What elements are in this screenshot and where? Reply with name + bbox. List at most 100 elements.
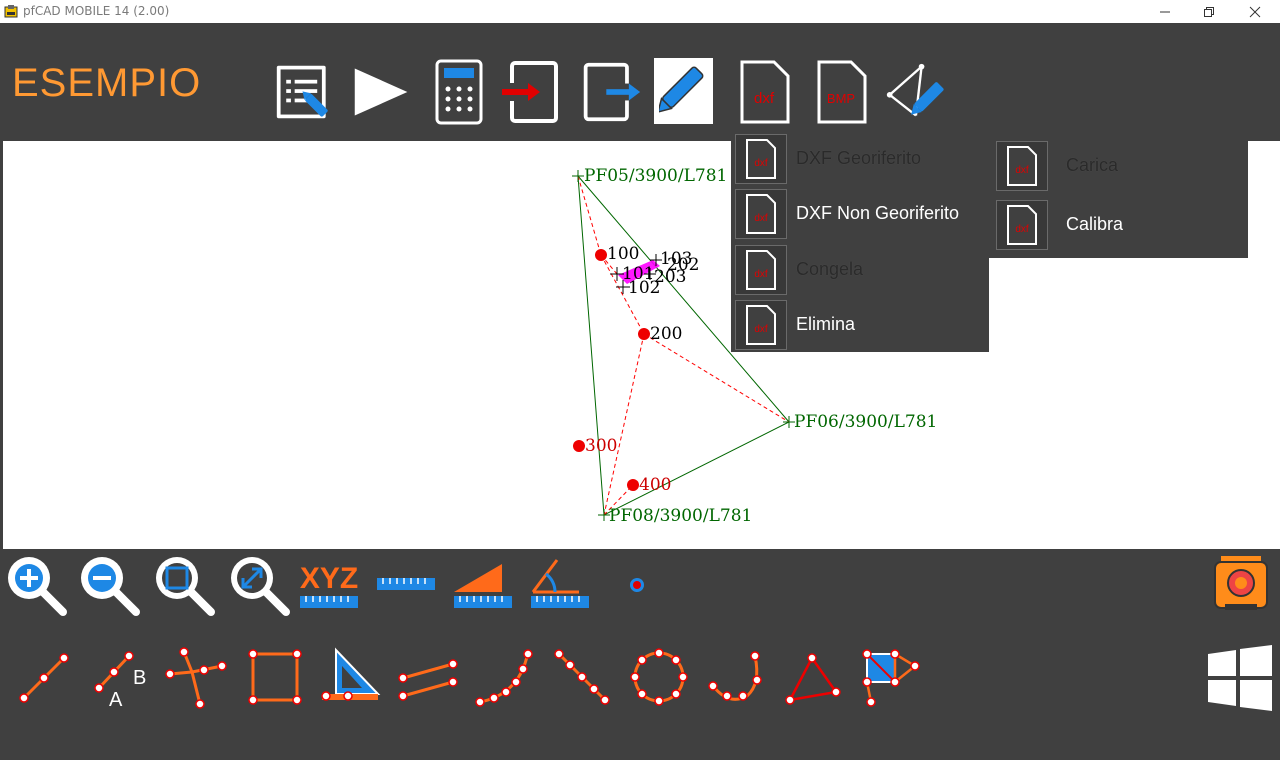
line-ab-icon: AB	[94, 651, 146, 710]
menu-item-dxf-georiferito[interactable]: dxf DXF Georiferito	[731, 131, 991, 185]
label-200: 200	[650, 324, 682, 344]
title-bar: pfCAD MOBILE 14 (2.00)	[0, 0, 1280, 23]
minimize-icon	[1160, 11, 1170, 12]
survey-drawing: PF05/3900/L781 PF06/3900/L781 PF08/3900/…	[572, 166, 937, 526]
close-button[interactable]	[1232, 0, 1278, 23]
measure-angle-icon	[531, 559, 589, 608]
play-icon	[354, 68, 408, 116]
total-station-icon	[1214, 556, 1268, 610]
polyline-branch-button[interactable]	[164, 644, 230, 710]
total-station-button[interactable]	[1208, 552, 1274, 618]
dxf-file-icon: dxf	[996, 141, 1048, 191]
zoom-window-button[interactable]	[151, 552, 217, 618]
dxf-file-icon: dxf	[996, 200, 1048, 250]
menu-item-elimina[interactable]: dxf Elimina	[731, 297, 991, 351]
dxf-file-icon: dxf	[740, 60, 790, 124]
top-toolbar: ESEMPIO	[0, 23, 1280, 141]
parallel-lines-button[interactable]	[395, 644, 461, 710]
arc-points-icon	[475, 649, 533, 707]
square-triangle-icon	[862, 649, 920, 707]
label-pf08: PF08/3900/L781	[609, 506, 752, 526]
import-button[interactable]	[502, 58, 564, 126]
zoom-out-button[interactable]	[76, 552, 142, 618]
bmp-button[interactable]: BMP	[810, 58, 872, 126]
curve-points-icon	[708, 651, 762, 701]
menu-item-congela[interactable]: dxf Congela	[731, 242, 991, 296]
play-button[interactable]	[351, 58, 413, 126]
dxf-icon-label: dxf	[754, 90, 775, 107]
zoom-in-button[interactable]	[3, 552, 69, 618]
dxf-button[interactable]: dxf	[733, 58, 795, 126]
circle-points-icon	[630, 648, 688, 706]
zoom-in-icon	[8, 557, 67, 616]
snap-point-icon	[630, 578, 644, 592]
svg-text:dxf: dxf	[754, 324, 768, 335]
svg-text:XYZ: XYZ	[300, 562, 358, 595]
label-pf05: PF05/3900/L781	[584, 166, 727, 186]
network-triangle	[577, 174, 790, 516]
circle-points-button[interactable]	[626, 644, 692, 710]
rectangle-button[interactable]	[241, 644, 307, 710]
menu-item-carica[interactable]: dxf Carica	[992, 138, 1252, 192]
svg-text:B: B	[133, 667, 146, 689]
calculator-button[interactable]	[428, 58, 490, 126]
line-icon	[19, 653, 69, 703]
dxf-file-icon: dxf	[735, 300, 787, 350]
menu-item-label: Elimina	[796, 314, 856, 334]
xyz-button[interactable]: XYZ	[296, 552, 362, 618]
menu-item-label: Carica	[1066, 155, 1119, 175]
menu-item-label: Congela	[796, 259, 864, 279]
parallel-lines-icon	[398, 659, 458, 701]
label-100: 100	[607, 244, 639, 264]
line-button[interactable]	[12, 644, 78, 710]
bmp-file-icon: BMP	[817, 60, 867, 124]
menu-item-calibra[interactable]: dxf Calibra	[992, 197, 1252, 251]
triangle-ruler-icon	[321, 647, 381, 701]
svg-text:dxf: dxf	[754, 158, 768, 169]
triangle-button[interactable]	[780, 644, 846, 710]
measure-area-button[interactable]	[450, 552, 516, 618]
close-icon	[1249, 6, 1261, 17]
measure-distance-button[interactable]	[373, 552, 439, 618]
arc-points-button[interactable]	[472, 644, 538, 710]
menu-item-dxf-non-georiferito[interactable]: dxf DXF Non Georiferito	[731, 186, 991, 240]
point-row-button[interactable]	[549, 644, 615, 710]
zoom-out-icon	[81, 557, 140, 616]
draw-triangle-icon	[886, 63, 944, 117]
triangle-ruler-button[interactable]	[318, 644, 384, 710]
minimize-button[interactable]	[1142, 0, 1188, 23]
pencil-button[interactable]	[654, 58, 713, 124]
label-101: 101	[622, 264, 654, 284]
windows-button[interactable]	[1205, 643, 1275, 713]
app-icon	[4, 5, 18, 18]
label-203: 203	[654, 267, 686, 287]
draw-triangle-button[interactable]	[884, 58, 946, 126]
zoom-extents-icon	[231, 557, 290, 616]
menu-item-label: Calibra	[1066, 214, 1124, 234]
restore-button[interactable]	[1186, 0, 1232, 23]
dxf-file-icon: dxf	[735, 189, 787, 239]
xyz-coordinates-icon: XYZ	[300, 562, 358, 608]
bmp-menu: dxf Carica dxf Calibra	[989, 141, 1248, 258]
pencil-icon	[658, 66, 703, 114]
label-400: 400	[639, 475, 671, 495]
restore-icon	[1204, 6, 1214, 17]
dxf-menu: dxf DXF Georiferito dxf DXF Non Georifer…	[731, 128, 989, 352]
square-triangle-button[interactable]	[857, 644, 923, 710]
svg-text:dxf: dxf	[1015, 165, 1029, 176]
label-300: 300	[585, 436, 617, 456]
measure-distance-icon	[377, 578, 435, 590]
snap-point-button[interactable]	[604, 552, 670, 618]
zoom-extents-button[interactable]	[226, 552, 292, 618]
svg-text:dxf: dxf	[754, 269, 768, 280]
label-102: 102	[628, 278, 660, 298]
curve-points-button[interactable]	[703, 644, 769, 710]
import-icon	[502, 61, 558, 123]
export-button[interactable]	[580, 58, 642, 126]
measure-angle-button[interactable]	[527, 552, 593, 618]
edit-list-button[interactable]	[274, 58, 336, 126]
svg-text:dxf: dxf	[1015, 224, 1029, 235]
station-points	[573, 249, 650, 491]
